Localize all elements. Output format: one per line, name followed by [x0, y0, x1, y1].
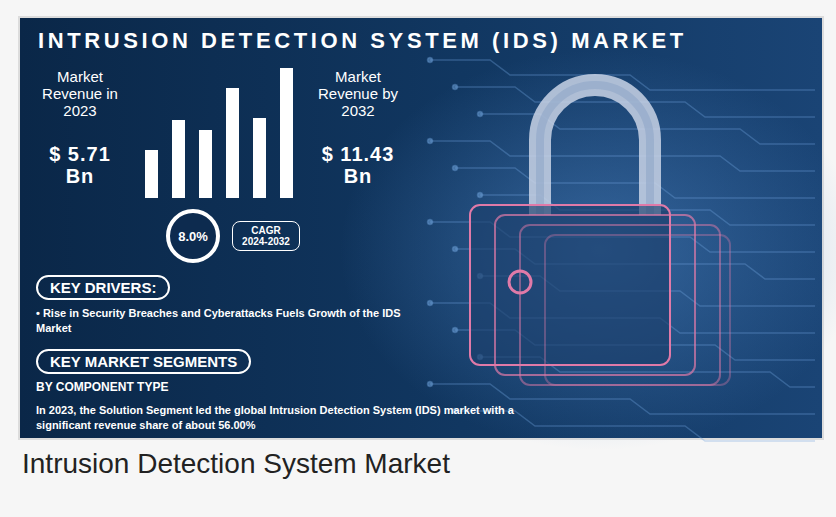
revenue-label: Market Revenue by 2032 — [310, 68, 406, 119]
section-pill: KEY MARKET SEGMENTS — [36, 349, 251, 374]
chart-title: INTRUSION DETECTION SYSTEM (IDS) MARKET — [38, 28, 687, 54]
node-text: 8.0% — [178, 229, 208, 244]
section-pill: KEY DRIVERS: — [36, 275, 170, 300]
revenue-label: Market Revenue in 2023 — [35, 68, 125, 119]
segment-text: In 2023, the Solution Segment led the gl… — [36, 403, 516, 433]
cagr-circle: 8.0% — [165, 208, 221, 264]
padlock-icon — [470, 85, 730, 385]
node-text: KEY DRIVERS: — [50, 279, 156, 296]
revenue-value: $ 5.71 Bn — [35, 143, 125, 187]
driver-text: • Rise in Security Breaches and Cyberatt… — [36, 306, 416, 336]
light-glow — [340, 50, 836, 450]
circuit-lines — [428, 58, 816, 442]
figure-caption: Intrusion Detection System Market — [22, 448, 450, 480]
bar-chart — [145, 68, 293, 198]
cagr-box: CAGR 2024-2032 — [232, 221, 300, 251]
revenue-value: $ 11.43 Bn — [308, 143, 408, 187]
segment-heading: BY COMPONENT TYPE — [36, 380, 336, 395]
node-text: CAGR 2024-2032 — [240, 225, 292, 247]
node-text: KEY MARKET SEGMENTS — [50, 353, 237, 370]
